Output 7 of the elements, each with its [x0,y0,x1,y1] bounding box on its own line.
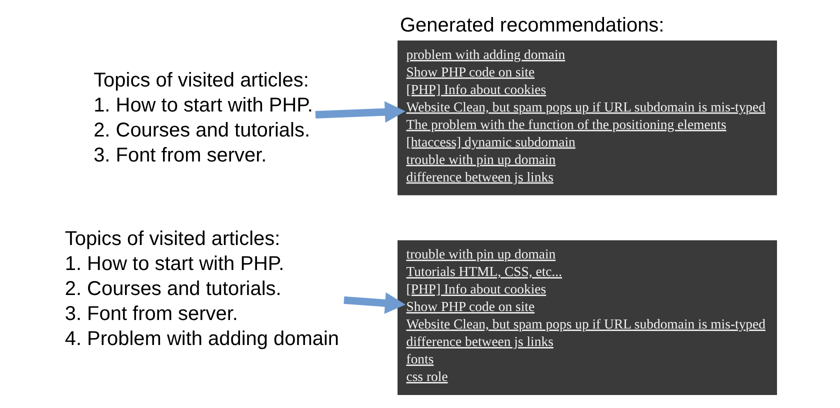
node-box: trouble with pin up domain Tutorials HTML, CSS, etc... [PHP] Info about cookies Show PHP code on site Website Clean, but spam pops up if URL subdomain is mis-typed difference between js links fonts css role [398,240,777,395]
node-box: problem with adding domain Show PHP code on site [PHP] Info about cookies Website Clean, but spam pops up if URL subdomain is mis-typed The problem with the function of the positioning elements [htaccess] dynamic subdomain trouble with pin up domain difference between js links [398,40,777,196]
arrow [344,292,406,314]
node-text: Topics of visited articles: 1. How to start with PHP. 2. Courses and tutorials. 3. Font from server. 4. Problem with adding domain [64,228,340,350]
node-text: Topics of visited articles: 1. How to start with PHP. 2. Courses and tutorials. 3. Font from server. [94,69,313,166]
node-label: Generated recommendations: [400,14,664,36]
arrow [315,101,406,123]
